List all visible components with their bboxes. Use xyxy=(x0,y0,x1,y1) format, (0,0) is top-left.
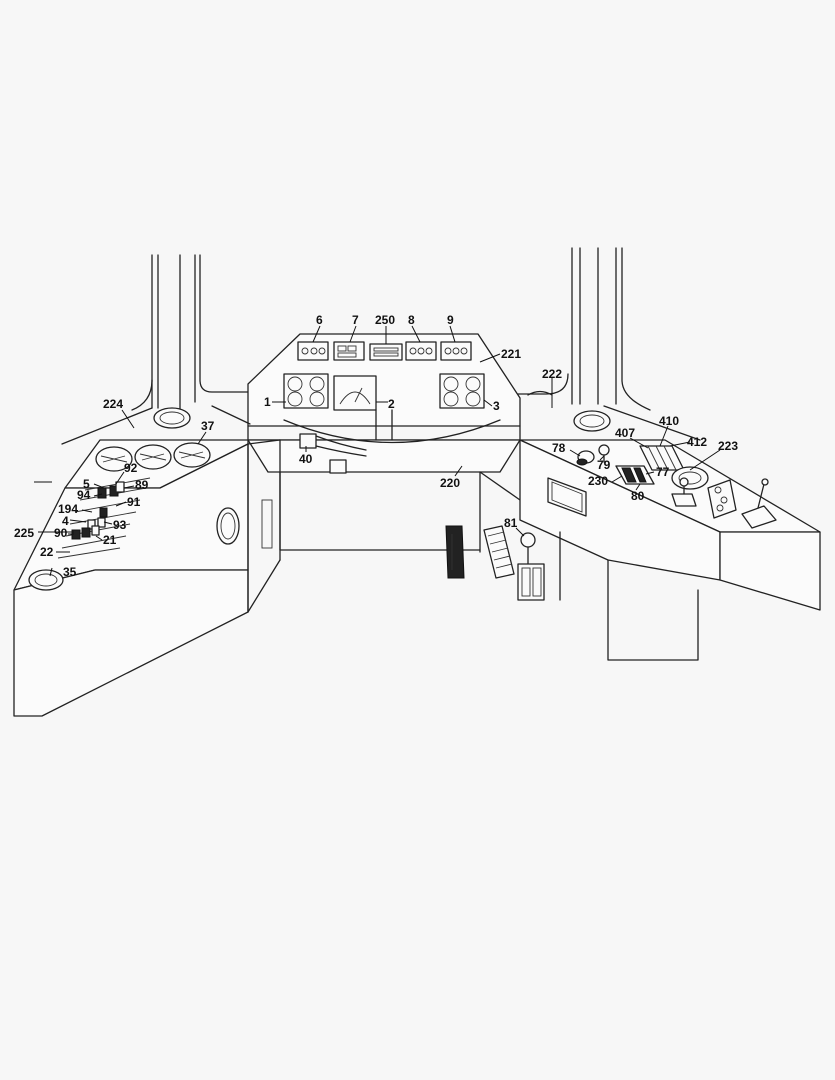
gauge-cluster-3 xyxy=(439,373,485,409)
top-lamp-right xyxy=(573,410,611,432)
label-7: 7 xyxy=(352,313,359,327)
switch-plate-77 xyxy=(615,465,655,485)
dial-223 xyxy=(671,466,709,490)
dial-row-37 xyxy=(95,442,211,472)
corner-lamp-35 xyxy=(28,569,64,591)
label-410: 410 xyxy=(659,414,679,428)
label-92: 92 xyxy=(124,461,138,475)
label-222: 222 xyxy=(542,367,562,381)
right-panel-window xyxy=(547,477,587,517)
label-230: 230 xyxy=(588,474,608,488)
label-94: 94 xyxy=(77,488,91,502)
label-225: 225 xyxy=(14,526,34,540)
label-77: 77 xyxy=(656,465,670,479)
instrument-hood xyxy=(247,333,521,474)
joystick-80 xyxy=(671,477,697,507)
instrument-panel-6 xyxy=(297,341,329,361)
label-1: 1 xyxy=(264,395,271,409)
accelerator-pedal xyxy=(483,525,515,579)
label-5: 5 xyxy=(83,477,90,491)
label-6: 6 xyxy=(316,313,323,327)
speedometer xyxy=(333,375,377,411)
label-89: 89 xyxy=(135,478,149,492)
label-21: 21 xyxy=(103,533,117,547)
brake-pedal xyxy=(445,525,465,579)
rotary-knob-40 xyxy=(299,433,367,457)
label-35: 35 xyxy=(63,565,77,579)
gauge-cluster-1 xyxy=(283,373,329,409)
label-22: 22 xyxy=(40,545,54,559)
top-lamp-224 xyxy=(153,407,191,429)
switch-bank xyxy=(57,477,151,559)
label-37: 37 xyxy=(201,419,215,433)
label-79: 79 xyxy=(597,458,611,472)
label-81: 81 xyxy=(504,516,518,530)
instrument-panel-8 xyxy=(405,341,437,361)
label-224: 224 xyxy=(103,397,123,411)
knob-79 xyxy=(598,444,610,456)
label-2: 2 xyxy=(388,397,395,411)
label-412: 412 xyxy=(687,435,707,449)
label-91: 91 xyxy=(127,495,141,509)
throttle-lever xyxy=(741,478,777,529)
left-console xyxy=(13,405,281,717)
label-40: 40 xyxy=(299,452,313,466)
label-223: 223 xyxy=(718,439,738,453)
window-frame xyxy=(131,247,651,411)
label-194: 194 xyxy=(58,502,78,516)
label-3: 3 xyxy=(493,399,500,413)
right-console xyxy=(519,390,821,661)
switch-plate-407 xyxy=(639,445,685,471)
label-93: 93 xyxy=(113,518,127,532)
instrument-panel-250 xyxy=(369,343,403,361)
reference-labels: 6 7 250 8 9 221 222 224 1 2 3 37 40 220 … xyxy=(14,313,738,579)
control-block xyxy=(707,479,737,519)
label-221: 221 xyxy=(501,347,521,361)
instrument-panel-9 xyxy=(440,341,472,361)
label-4: 4 xyxy=(62,514,69,528)
label-9: 9 xyxy=(447,313,454,327)
label-80: 80 xyxy=(631,489,645,503)
label-78: 78 xyxy=(552,441,566,455)
gear-shifter-81 xyxy=(517,532,545,601)
label-250: 250 xyxy=(375,313,395,327)
leader-lines xyxy=(34,325,721,577)
footwell xyxy=(279,471,545,601)
steering-wheel xyxy=(283,419,501,444)
floor-switch xyxy=(329,459,347,474)
label-90: 90 xyxy=(54,526,68,540)
label-8: 8 xyxy=(408,313,415,327)
label-220: 220 xyxy=(440,476,460,490)
label-407: 407 xyxy=(615,426,635,440)
